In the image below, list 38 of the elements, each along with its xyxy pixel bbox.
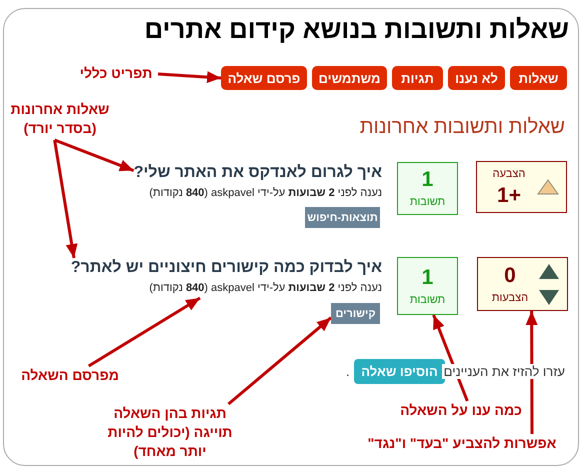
annotation-text: תפריט כללי [74,64,158,84]
annotation-text: אפשרות להצביע "בעד" ו"נגד" [362,434,562,456]
arrow [54,138,134,172]
annotation-text: שאלות אחרונות (בסדר יורד) [6,100,114,140]
page-title: שאלות ותשובות בנושא קידום אתרים [144,14,569,45]
section-heading: שאלות ותשובות אחרונות [360,116,565,139]
annotation-text: כמה ענו על השאלה [398,401,524,421]
menu-button: תגיות [392,66,443,90]
menu-button: פרסם שאלה [221,66,307,90]
tag-button: תוצאות-חיפוש [305,207,380,228]
answers-box [397,257,458,315]
arrow [53,140,78,258]
vote-box [477,257,568,311]
answer-count: 1 [422,168,434,192]
annotation-text: תגיות בהן השאלה תוייגה (יכולים להיות יותר מאחד) [102,404,238,462]
arrow [158,71,222,84]
tag-button: קישורים [331,303,380,324]
question-title: איך לגרום לאנדקס את האתר שלי? [134,163,382,183]
arrow [228,316,332,406]
answer-label: תשובות [410,292,446,306]
punctuation-text: . [346,364,350,379]
question-title: איך לבדוק כמה קישורים חיצוניים יש לאתר? [70,258,382,278]
menu-button: משתמשים [312,66,387,90]
add-question-button: הוסיפו שאלה [354,359,445,384]
menu-button: לא נענו [448,66,505,90]
answer-count: 1 [422,266,434,290]
arrow [526,311,538,434]
answer-label: תשובות [410,195,446,209]
annotation-text: מפרסם השאלה [18,366,122,386]
help-text: עזרו להזיז את העניינים [442,364,565,379]
arrow [88,296,201,368]
vote-count: 1+ [497,184,521,208]
menu-button: שאלות [510,66,567,90]
answers-box [397,162,458,215]
vote-count: 0 [504,264,516,288]
vote-box [476,161,567,213]
vote-label: הצבעות [492,290,528,304]
vote-label: הצבעה [492,166,526,180]
